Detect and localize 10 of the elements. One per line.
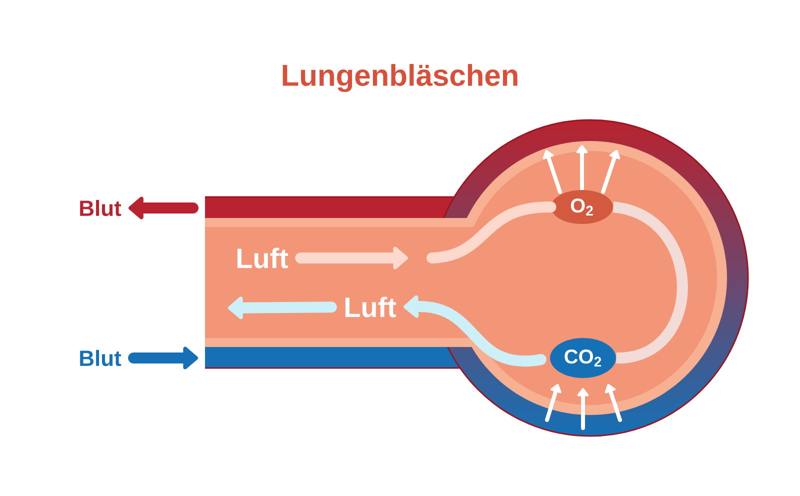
blood-label: Blut [80, 200, 122, 216]
arrow [128, 196, 198, 220]
blood-label: Blut [80, 350, 122, 366]
air-label: Luft [345, 296, 396, 318]
title: Lungenbläschen [282, 64, 518, 92]
arrow [295, 246, 408, 270]
arrow [128, 346, 198, 370]
arrow [404, 295, 546, 367]
arrow [228, 296, 337, 320]
air-label: Luft [237, 248, 288, 268]
